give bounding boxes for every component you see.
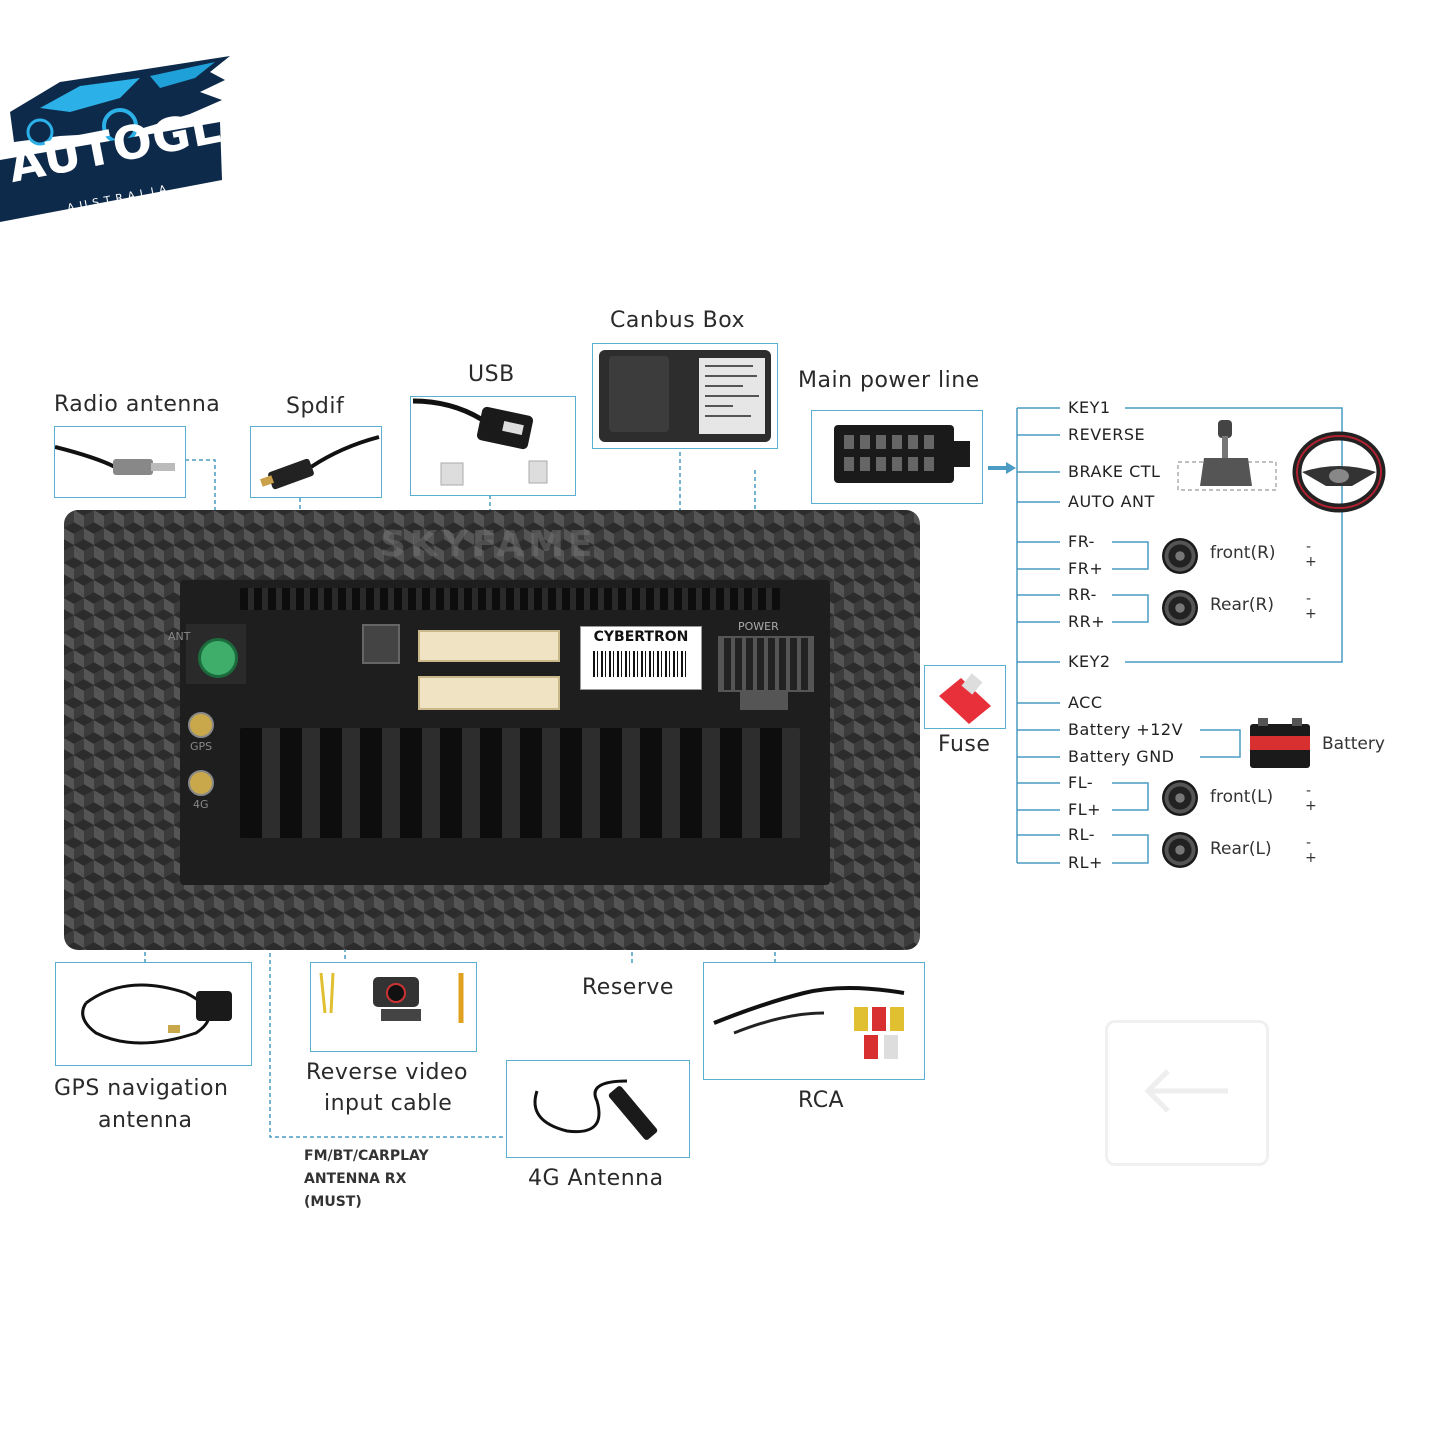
rca-label: RCA [798,1088,845,1113]
fuse-slot [740,692,788,710]
pin-auto-ant: AUTO ANT [1068,492,1155,511]
speaker-front-right-icon [1162,538,1198,574]
gps-label-line2: antenna [98,1108,193,1133]
power-port [718,636,814,692]
antenna-4g-label: 4G Antenna [528,1166,664,1191]
speaker-front-right-minus: - [1306,539,1312,555]
barcode-icon [593,651,689,677]
reverse-camera-icon [319,972,464,1023]
pin-fr-plus: FR+ [1068,559,1104,578]
pin-fl-minus: FL- [1068,773,1094,792]
car-logo-icon [0,56,230,222]
pin-rl-minus: RL- [1068,825,1096,844]
gps-label-line1: GPS navigation [54,1076,229,1101]
battery-label: Battery [1322,734,1385,754]
pin-brake-ctl: BRAKE CTL [1068,462,1161,481]
pin-rl-plus: RL+ [1068,853,1103,872]
pin-key2: KEY2 [1068,652,1111,671]
rca-box [703,962,925,1080]
speaker-front-right-plus: + [1305,554,1317,570]
spdif-port [362,624,400,664]
pin-battery-12v: Battery +12V [1068,720,1184,739]
radio-antenna-label: Radio antenna [54,392,221,417]
back-arrow-watermark-icon [1105,1020,1269,1166]
gps-antenna-box [55,962,252,1066]
usb-cable-icon [412,398,548,486]
radio-antenna-box [54,426,186,498]
canbus-module-icon [599,350,771,442]
gps-port-label: GPS [190,740,213,753]
spdif-label: Spdif [286,394,345,419]
rca-cable-icon [713,986,905,1059]
steering-wheel-icon [1292,431,1386,513]
gps-port [188,712,214,738]
pin-fl-plus: FL+ [1068,800,1102,819]
speaker-rear-right-label: Rear(R) [1210,595,1274,615]
canbus-box-label: Canbus Box [610,308,746,333]
lte-port [188,770,214,796]
fm-note-line3: (MUST) [304,1194,362,1210]
gear-shifter-icon [1200,420,1252,486]
speaker-rear-left-plus: + [1305,850,1317,866]
speaker-rear-left-label: Rear(L) [1210,839,1272,859]
brand-sticker: CYBERTRON [580,626,702,690]
fm-note-line2: ANTENNA RX [304,1171,407,1187]
antenna-4g-box [506,1060,690,1158]
reserve-label: Reserve [582,975,674,1000]
radio-antenna-port [198,638,238,678]
power-connector-icon [834,425,970,483]
fuse-icon [939,673,991,724]
pin-rr-plus: RR+ [1068,612,1106,631]
top-vent [240,588,780,610]
bottom-vent [240,728,800,838]
unit-watermark: SKYFAME [380,524,597,565]
speaker-front-left-icon [1162,780,1198,816]
fm-note-line1: FM/BT/CARPLAY [304,1148,429,1164]
usb-label: USB [468,362,515,387]
arrow-left-icon [1144,1069,1228,1113]
speaker-front-left-label: front(L) [1210,787,1274,807]
main-power-line-label: Main power line [798,368,980,393]
fuse-label: Fuse [938,732,991,757]
gps-antenna-icon [81,983,232,1045]
usb-connector-block [418,630,560,662]
speaker-front-left-plus: + [1305,798,1317,814]
reverse-label-line2: input cable [324,1091,453,1116]
speaker-front-left-minus: - [1306,783,1312,799]
ant-port-label: ANT [168,630,191,643]
pin-reverse: REVERSE [1068,425,1146,444]
speaker-rear-right-icon [1162,590,1198,626]
speaker-rear-right-plus: + [1305,606,1317,622]
speaker-front-right-label: front(R) [1210,543,1276,563]
reverse-label-line1: Reverse video [306,1060,469,1085]
fuse-box [924,665,1006,729]
antenna-plug-icon [54,445,175,475]
reverse-video-box [310,962,477,1052]
main-power-line-box [811,410,983,504]
rca-connector-block [418,676,560,710]
speaker-rear-left-minus: - [1306,835,1312,851]
speaker-rear-left-icon [1162,832,1198,868]
pin-key1: KEY1 [1068,398,1111,417]
spdif-box [250,426,382,498]
autoglo-logo: AUTOGLO AUSTRALIA [0,52,263,227]
antenna-4g-icon [533,1079,658,1140]
brand-sticker-text: CYBERTRON [593,629,689,645]
power-port-label: POWER [738,620,779,633]
pin-rr-minus: RR- [1068,585,1097,604]
pin-battery-gnd: Battery GND [1068,747,1175,766]
pin-fr-minus: FR- [1068,532,1095,551]
speaker-rear-right-minus: - [1306,591,1312,607]
pin-acc: ACC [1068,693,1103,712]
battery-icon [1250,718,1310,768]
lte-port-label: 4G [193,798,209,811]
optical-cable-icon [259,435,380,490]
canbus-box [592,343,778,449]
usb-box [410,396,576,496]
